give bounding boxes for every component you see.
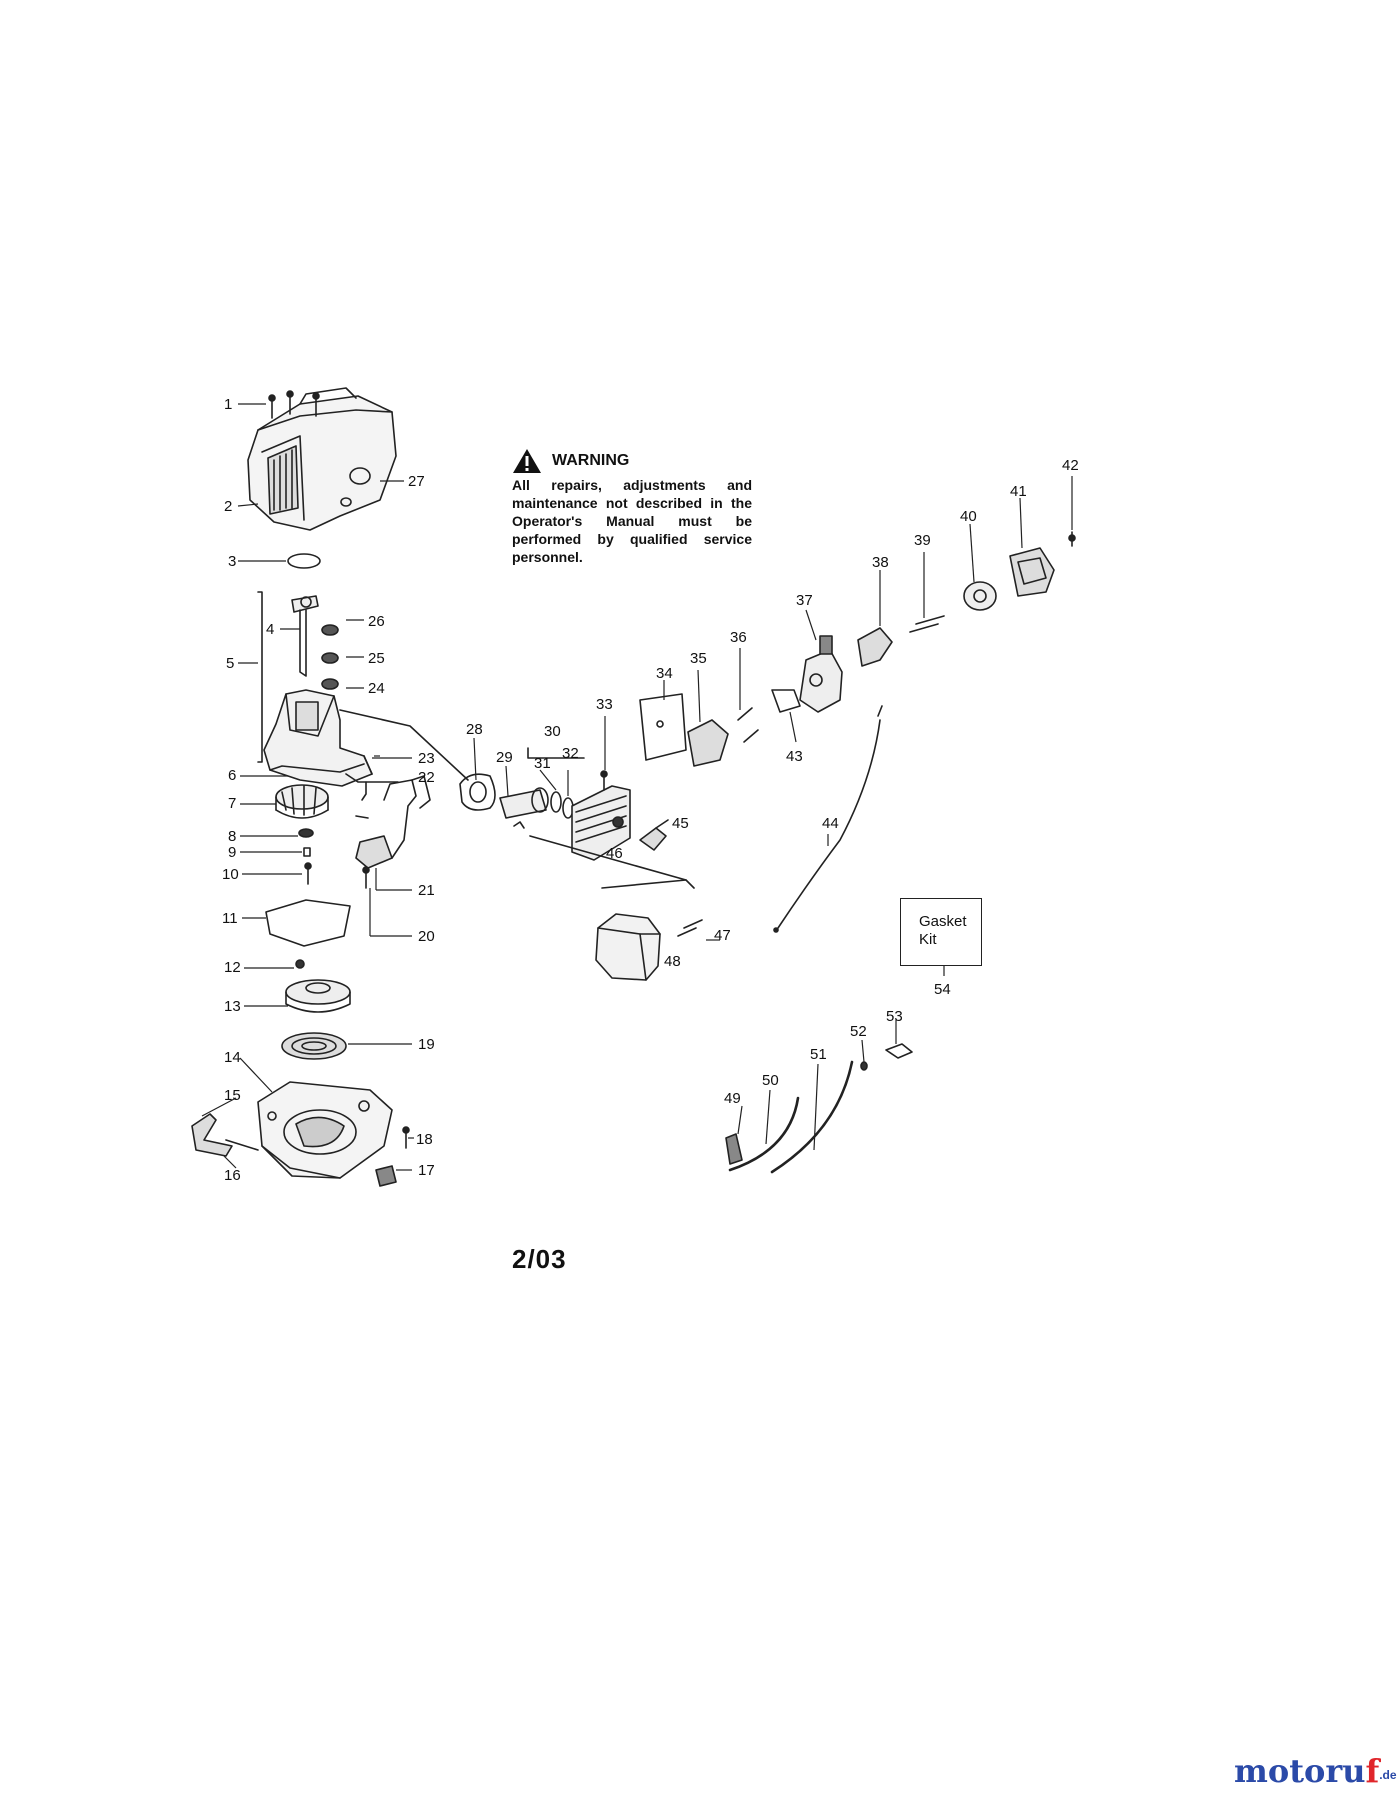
callout-50: 50 xyxy=(762,1072,779,1089)
callout-54: 54 xyxy=(934,981,951,998)
callout-46: 46 xyxy=(606,845,623,862)
callout-29: 29 xyxy=(496,749,513,766)
date-code: 2/03 xyxy=(512,1244,567,1274)
callout-28: 28 xyxy=(466,721,483,738)
callout-52: 52 xyxy=(850,1023,867,1040)
callout-7: 7 xyxy=(228,795,237,812)
callout-38: 38 xyxy=(872,554,889,571)
callout-34: 34 xyxy=(656,665,673,682)
callout-43: 43 xyxy=(786,748,803,765)
callout-47: 47 xyxy=(714,927,731,944)
callout-2: 2 xyxy=(224,498,233,515)
callout-32: 32 xyxy=(562,745,579,762)
callout-51: 51 xyxy=(810,1046,827,1063)
callout-41: 41 xyxy=(1010,483,1027,500)
callout-6: 6 xyxy=(228,767,237,784)
callout-15: 15 xyxy=(224,1087,241,1104)
starter-handle-part xyxy=(191,1113,233,1157)
callout-21: 21 xyxy=(418,882,435,899)
crankshaft-part xyxy=(291,595,319,677)
callout-19: 19 xyxy=(418,1036,435,1053)
gasket-kit-label: Gasket Kit xyxy=(919,913,967,948)
muffler-part xyxy=(595,913,661,981)
callout-37: 37 xyxy=(796,592,813,609)
callout-16: 16 xyxy=(224,1167,241,1184)
crankcase-part xyxy=(263,689,373,787)
callout-3: 3 xyxy=(228,553,237,570)
callout-10: 10 xyxy=(222,866,239,883)
callout-30: 30 xyxy=(544,723,561,740)
intake-gasket-part xyxy=(459,773,496,811)
callout-24: 24 xyxy=(368,680,385,697)
callout-11: 11 xyxy=(222,910,238,927)
brand-suffix: .de xyxy=(1379,1768,1397,1782)
brand-logo: motoruf.de xyxy=(1234,1752,1397,1790)
carburetor-part xyxy=(799,635,843,713)
callout-20: 20 xyxy=(418,928,435,945)
flywheel-part xyxy=(275,784,329,819)
callout-27: 27 xyxy=(408,473,425,490)
gasket-kit-box: Gasket Kit xyxy=(900,898,982,966)
starter-housing-part xyxy=(257,1081,393,1179)
callout-48: 48 xyxy=(664,953,681,970)
callout-44: 44 xyxy=(822,815,839,832)
brand-accent: f xyxy=(1365,1752,1380,1790)
callout-36: 36 xyxy=(730,629,747,646)
warning-notice: WARNING All repairs, adjustments and mai… xyxy=(512,448,752,566)
callout-1: 1 xyxy=(224,396,233,413)
gasket-part xyxy=(265,899,351,947)
callout-14: 14 xyxy=(224,1049,241,1066)
callout-12: 12 xyxy=(224,959,241,976)
warning-text: All repairs, adjustments and maintenance… xyxy=(512,477,752,565)
warning-title: WARNING xyxy=(552,452,630,469)
callout-33: 33 xyxy=(596,696,613,713)
callout-42: 42 xyxy=(1062,457,1079,474)
callout-23: 23 xyxy=(418,750,435,767)
brand-main: motoru xyxy=(1234,1752,1366,1790)
cylinder-part xyxy=(571,785,631,861)
cover-screws-part xyxy=(268,390,320,419)
callout-8: 8 xyxy=(228,828,237,845)
callout-5: 5 xyxy=(226,655,235,672)
callout-31: 31 xyxy=(534,755,551,772)
callout-13: 13 xyxy=(224,998,241,1015)
starter-pulley-part xyxy=(285,979,351,1013)
o-ring-part xyxy=(287,553,321,569)
callout-49: 49 xyxy=(724,1090,741,1107)
callout-18: 18 xyxy=(416,1131,433,1148)
engine-cover-part xyxy=(247,387,397,531)
callout-39: 39 xyxy=(914,532,931,549)
callout-17: 17 xyxy=(418,1162,435,1179)
recoil-spring-part xyxy=(281,1032,347,1060)
callout-40: 40 xyxy=(960,508,977,525)
callout-26: 26 xyxy=(368,613,385,630)
callout-4: 4 xyxy=(266,621,275,638)
callout-45: 45 xyxy=(672,815,689,832)
warning-triangle-icon xyxy=(513,449,541,473)
callout-35: 35 xyxy=(690,650,707,667)
callout-53: 53 xyxy=(886,1008,903,1025)
ignition-module-part xyxy=(355,775,431,889)
callout-9: 9 xyxy=(228,844,237,861)
callout-22: 22 xyxy=(418,769,435,786)
callout-25: 25 xyxy=(368,650,385,667)
